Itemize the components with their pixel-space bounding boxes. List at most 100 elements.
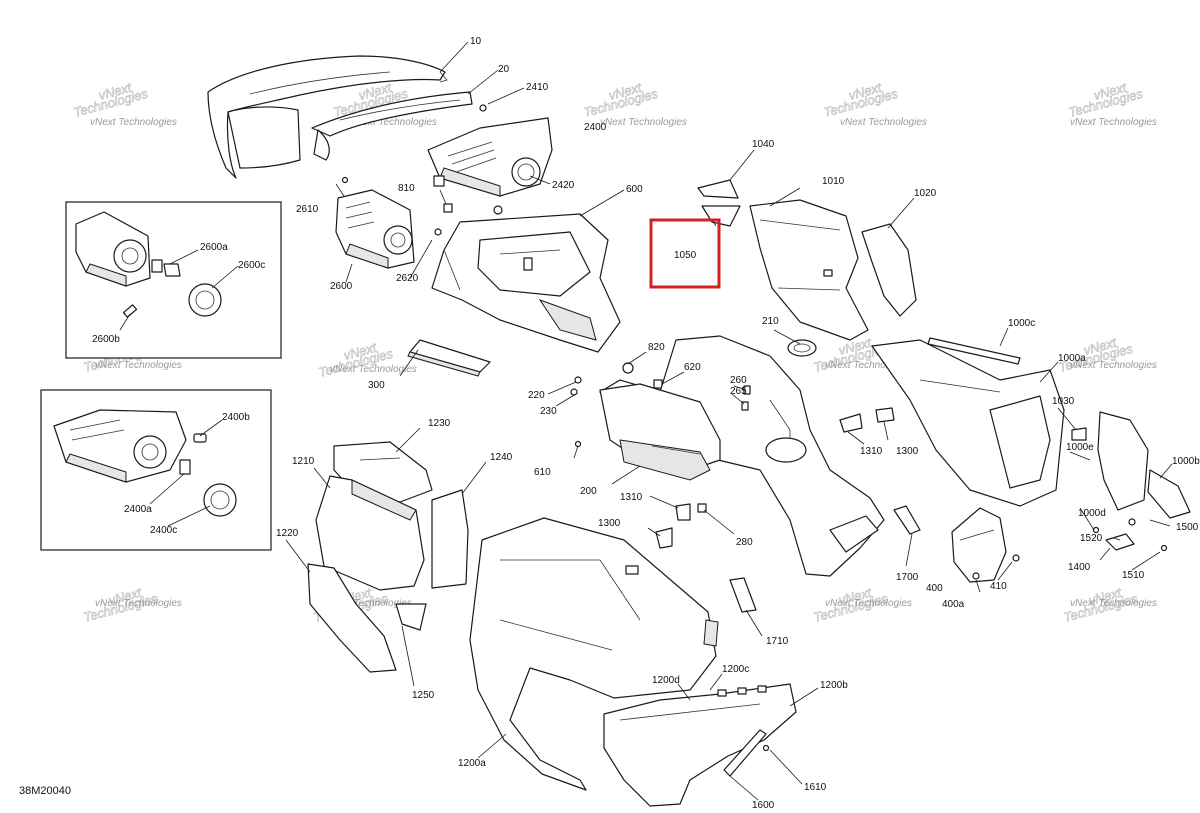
- callout-600[interactable]: 600: [626, 184, 643, 195]
- callout-2600a[interactable]: 2600a: [200, 242, 228, 253]
- part-1200b-lower-side[interactable]: [603, 683, 797, 807]
- part-1020-side-trim[interactable]: [861, 223, 917, 317]
- callout-620[interactable]: 620: [684, 362, 701, 373]
- callout-2400[interactable]: 2400: [584, 122, 607, 133]
- part-1030-clip[interactable]: [1071, 427, 1087, 441]
- fasteners-200[interactable]: [570, 376, 895, 549]
- callout-220[interactable]: 220: [528, 390, 545, 401]
- callout-1610[interactable]: 1610: [804, 782, 827, 793]
- part-1010-side-panel[interactable]: [749, 199, 869, 341]
- part-2400-headlight-assembly[interactable]: [427, 104, 553, 215]
- callout-1000d[interactable]: 1000d: [1078, 508, 1106, 519]
- callout-610[interactable]: 610: [534, 467, 551, 478]
- inset-2600-bulb-detail: [65, 201, 282, 359]
- part-2600-headlight[interactable]: [335, 176, 453, 269]
- part-1000e-bracket[interactable]: [1097, 411, 1191, 519]
- callout-200[interactable]: 200: [580, 486, 597, 497]
- callout-2600b[interactable]: 2600b: [92, 334, 120, 345]
- callout-1200b[interactable]: 1200b: [820, 680, 848, 691]
- callout-1000b[interactable]: 1000b: [1172, 456, 1200, 467]
- callout-1000a[interactable]: 1000a: [1058, 353, 1086, 364]
- callout-1250[interactable]: 1250: [412, 690, 435, 701]
- callout-1220[interactable]: 1220: [276, 528, 299, 539]
- part-620-fastener[interactable]: [653, 379, 663, 389]
- callout-280[interactable]: 280: [736, 537, 753, 548]
- part-1500-1510-hardware[interactable]: [1092, 518, 1168, 552]
- callout-2400c[interactable]: 2400c: [150, 525, 177, 536]
- callout-1500[interactable]: 1500: [1176, 522, 1199, 533]
- part-300-panel[interactable]: [407, 339, 491, 377]
- callout-1600[interactable]: 1600: [752, 800, 775, 811]
- watermark: vNext Technologies vNext Technologies: [1062, 584, 1157, 625]
- callout-1300-lower[interactable]: 1300: [598, 518, 621, 529]
- callout-1310-upper[interactable]: 1310: [860, 446, 883, 457]
- callout-300[interactable]: 300: [368, 380, 385, 391]
- callout-1010[interactable]: 1010: [822, 176, 845, 187]
- callout-1510[interactable]: 1510: [1122, 570, 1145, 581]
- callout-2410[interactable]: 2410: [526, 82, 549, 93]
- callout-2400a[interactable]: 2400a: [124, 504, 152, 515]
- callout-1240[interactable]: 1240: [490, 452, 513, 463]
- part-200-main-body[interactable]: [599, 335, 885, 577]
- callout-1020[interactable]: 1020: [914, 188, 937, 199]
- callout-260[interactable]: 260: [730, 375, 747, 386]
- part-1250-clip[interactable]: [395, 603, 427, 631]
- callout-1050[interactable]: 1050: [674, 250, 697, 261]
- svg-text:vNext Technologies: vNext Technologies: [95, 598, 182, 609]
- callout-2420[interactable]: 2420: [552, 180, 575, 191]
- callout-410[interactable]: 410: [990, 581, 1007, 592]
- callout-1200d[interactable]: 1200d: [652, 675, 680, 686]
- callout-1300-upper[interactable]: 1300: [896, 446, 919, 457]
- callout-210[interactable]: 210: [762, 316, 779, 327]
- part-600-nose-housing[interactable]: [431, 213, 621, 353]
- part-20-upper-trim[interactable]: [311, 91, 473, 161]
- callout-1040[interactable]: 1040: [752, 139, 775, 150]
- highlight-box-1050[interactable]: 1050: [649, 218, 721, 289]
- callout-400a[interactable]: 400a: [942, 599, 965, 610]
- part-1000a-side-panel[interactable]: [871, 339, 1065, 507]
- callout-1400[interactable]: 1400: [1068, 562, 1091, 573]
- part-1000c-trim-strip[interactable]: [927, 337, 1021, 365]
- part-210-grommet[interactable]: [787, 339, 817, 357]
- callout-1210[interactable]: 1210: [292, 456, 315, 467]
- callout-1520[interactable]: 1520: [1080, 533, 1103, 544]
- callout-10[interactable]: 10: [470, 36, 482, 47]
- callout-2620[interactable]: 2620: [396, 273, 419, 284]
- part-1040-clip[interactable]: [697, 179, 739, 199]
- callout-230[interactable]: 230: [540, 406, 557, 417]
- part-1220-lower-panel[interactable]: [307, 563, 397, 673]
- part-400-module[interactable]: [951, 507, 1020, 583]
- svg-text:vNext Technologies: vNext Technologies: [330, 364, 417, 375]
- part-1710-bracket[interactable]: [729, 577, 757, 613]
- callout-1000e[interactable]: 1000e: [1066, 442, 1094, 453]
- callout-2600[interactable]: 2600: [330, 281, 353, 292]
- callout-1310-lower[interactable]: 1310: [620, 492, 643, 503]
- part-1600-rod[interactable]: [723, 729, 770, 777]
- part-1240-cover[interactable]: [431, 489, 469, 589]
- callout-1200c[interactable]: 1200c: [722, 664, 749, 675]
- callout-810[interactable]: 810: [398, 183, 415, 194]
- part-1700-strip[interactable]: [893, 505, 921, 535]
- callout-265[interactable]: 265: [730, 386, 747, 397]
- callout-20[interactable]: 20: [498, 64, 510, 75]
- svg-text:vNext Technologies: vNext Technologies: [825, 598, 912, 609]
- callout-1710[interactable]: 1710: [766, 636, 789, 647]
- part-820-fastener[interactable]: [622, 362, 634, 374]
- watermark: vNext Technologies vNext Technologies: [82, 584, 182, 625]
- part-1210-side-panel[interactable]: [315, 475, 425, 591]
- callout-1230[interactable]: 1230: [428, 418, 451, 429]
- callout-2610[interactable]: 2610: [296, 204, 319, 215]
- callout-400[interactable]: 400: [926, 583, 943, 594]
- part-1200a-lower-fairing[interactable]: [469, 517, 719, 791]
- callout-1000c[interactable]: 1000c: [1008, 318, 1035, 329]
- part-1050-clip[interactable]: [701, 205, 741, 227]
- callout-2400b[interactable]: 2400b: [222, 412, 250, 423]
- callout-1030[interactable]: 1030: [1052, 396, 1075, 407]
- inset-2400-bulb-detail: [40, 389, 272, 551]
- part-10-front-cover[interactable]: [207, 55, 448, 179]
- svg-text:vNext Technologies: vNext Technologies: [1070, 360, 1157, 371]
- callout-1700[interactable]: 1700: [896, 572, 919, 583]
- callout-2600c[interactable]: 2600c: [238, 260, 265, 271]
- callout-820[interactable]: 820: [648, 342, 665, 353]
- callout-1200a[interactable]: 1200a: [458, 758, 486, 769]
